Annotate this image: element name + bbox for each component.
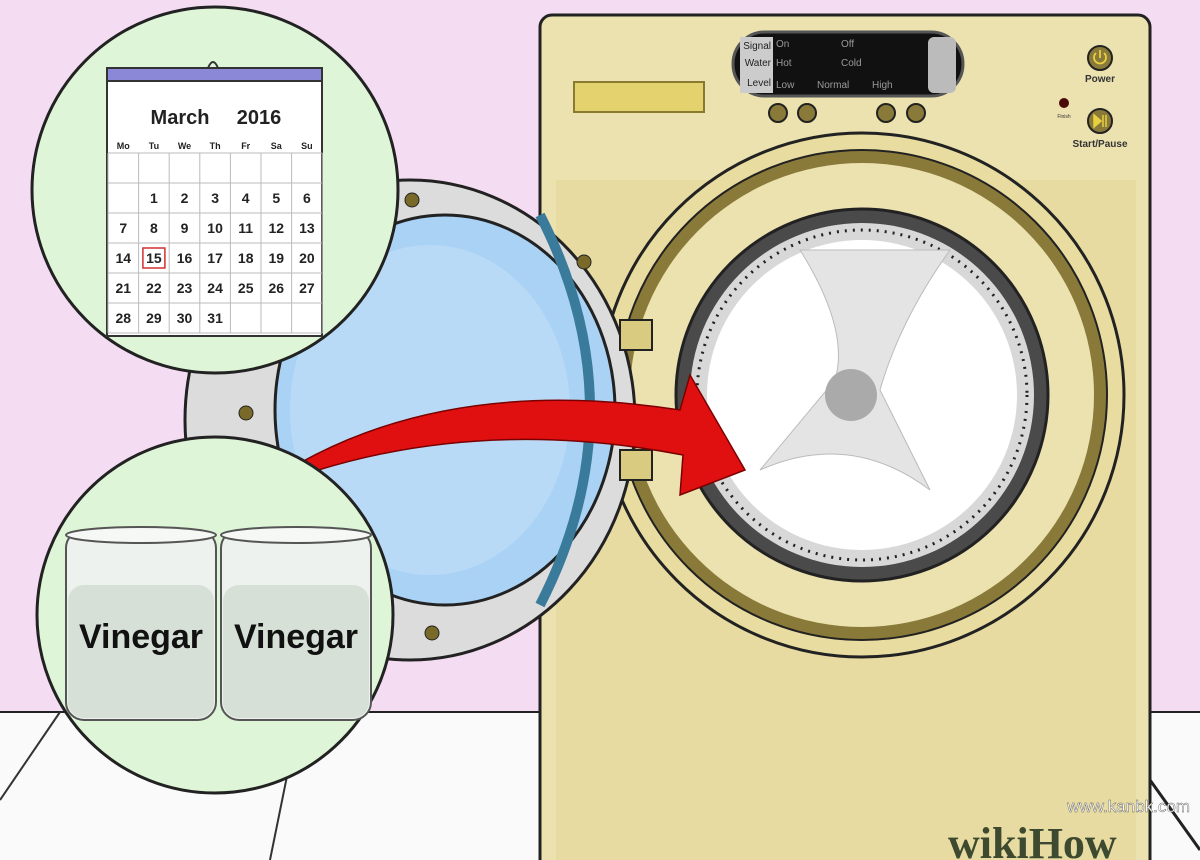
calendar-day: 19 xyxy=(269,250,285,266)
red-arrow xyxy=(249,373,747,497)
option-cold[interactable]: Cold xyxy=(841,58,862,69)
calendar-day: 23 xyxy=(177,280,193,296)
play-pause-symbol-icon xyxy=(1093,113,1107,129)
option-on[interactable]: On xyxy=(776,39,789,50)
calendar-day: 31 xyxy=(207,310,223,326)
calendar-day: 7 xyxy=(119,220,127,236)
panel-buttons xyxy=(768,103,926,123)
wikihow-logo: wikiHow xyxy=(948,819,1117,860)
watermark-site: www.kanbk.com xyxy=(1066,797,1190,816)
door-hinge xyxy=(619,449,653,481)
calendar-day: 25 xyxy=(238,280,254,296)
calendar-day: 5 xyxy=(272,190,280,206)
option-hot[interactable]: Hot xyxy=(776,58,792,69)
option-low[interactable]: Low xyxy=(776,80,795,91)
calendar-day: 18 xyxy=(238,250,254,266)
label-level: Level xyxy=(747,78,771,89)
calendar-day: 22 xyxy=(146,280,162,296)
weekday-label: We xyxy=(178,141,191,151)
calendar-day: 2 xyxy=(181,190,189,206)
calendar-day: 16 xyxy=(177,250,193,266)
calendar-day: 15 xyxy=(146,250,162,266)
option-off[interactable]: Off xyxy=(841,39,854,50)
control-display: Signal Water Level On Off Hot Cold Low N… xyxy=(731,30,965,98)
calendar-day: 24 xyxy=(207,280,223,296)
finish-label: Finish xyxy=(1057,114,1071,120)
calendar-day: 29 xyxy=(146,310,162,326)
calendar-day: 28 xyxy=(116,310,132,326)
drum-hub xyxy=(825,369,877,421)
label-signal: Signal xyxy=(743,41,771,52)
label-water: Water xyxy=(745,58,772,69)
power-label: Power xyxy=(1085,74,1115,85)
jar-label: Vinegar xyxy=(234,618,358,656)
calendar-day: 13 xyxy=(299,220,315,236)
calendar-day: 14 xyxy=(116,250,132,266)
vinegar-jar: Vinegar xyxy=(220,526,372,721)
calendar-day: 21 xyxy=(116,280,132,296)
detergent-drawer xyxy=(573,81,705,113)
power-symbol-icon xyxy=(1093,50,1107,65)
panel-button[interactable] xyxy=(906,103,926,123)
calendar xyxy=(106,67,323,337)
weekday-label: Mo xyxy=(117,141,130,151)
weekday-label: Sa xyxy=(271,141,283,151)
washing-machine: Signal Water Level On Off Hot Cold Low N… xyxy=(538,13,1152,860)
calendar-day: 9 xyxy=(181,220,189,236)
calendar-day: 26 xyxy=(269,280,285,296)
finish-led xyxy=(1059,98,1069,108)
door-hinge xyxy=(619,319,653,351)
calendar-day: 27 xyxy=(299,280,315,296)
panel-button[interactable] xyxy=(797,103,817,123)
calendar-day: 11 xyxy=(238,220,253,236)
calendar-day: 8 xyxy=(150,220,158,236)
calendar-day: 1 xyxy=(150,190,158,206)
vinegar-bubble: Vinegar Vinegar xyxy=(35,435,395,795)
option-high[interactable]: High xyxy=(872,80,893,91)
calendar-hook-icon xyxy=(207,61,219,69)
calendar-year: 2016 xyxy=(237,107,282,129)
calendar-day: 12 xyxy=(269,220,285,236)
calendar-day: 3 xyxy=(211,190,219,206)
weekday-label: Th xyxy=(210,141,221,151)
start-pause-label: Start/Pause xyxy=(1072,139,1127,150)
panel-button[interactable] xyxy=(768,103,788,123)
calendar-day: 10 xyxy=(207,220,223,236)
weekday-label: Su xyxy=(301,141,313,151)
weekday-label: Tu xyxy=(149,141,159,151)
calendar-day: 17 xyxy=(207,250,223,266)
calendar-day: 30 xyxy=(177,310,193,326)
highlighted-day-marker xyxy=(142,247,166,269)
calendar-day: 4 xyxy=(242,190,250,206)
option-normal[interactable]: Normal xyxy=(817,80,849,91)
calendar-day: 6 xyxy=(303,190,311,206)
jar-label: Vinegar xyxy=(79,618,203,656)
calendar-day: 20 xyxy=(299,250,315,266)
calendar-month: March xyxy=(151,107,210,129)
vinegar-jar: Vinegar xyxy=(65,526,217,721)
weekday-label: Fr xyxy=(241,141,250,151)
panel-button[interactable] xyxy=(876,103,896,123)
watermark: www.kanbk.com wikiHow xyxy=(948,797,1190,860)
